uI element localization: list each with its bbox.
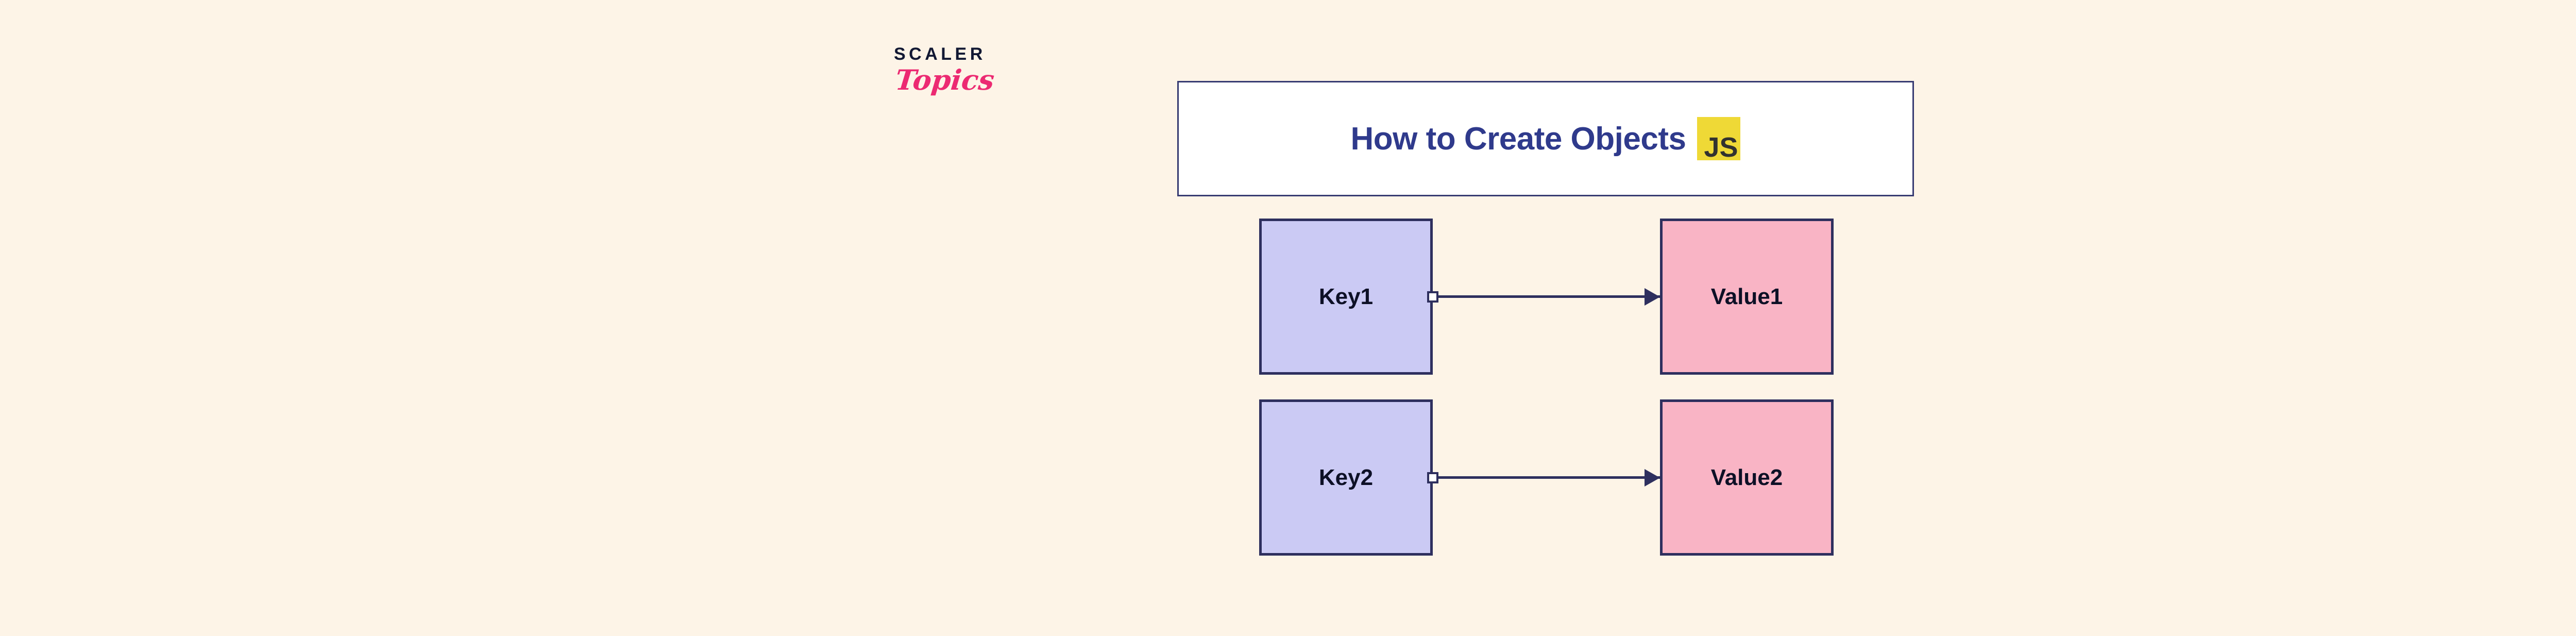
node-key-2-label: Key2 [1318,464,1374,490]
node-key-1-label: Key1 [1318,283,1374,309]
edge-arrowhead-1 [1645,288,1660,306]
javascript-logo-icon: JS [1697,117,1741,163]
title-banner: How to Create Objects JS [1177,81,1914,196]
node-value-2[interactable]: Value2 [1660,399,1844,566]
connector-port-1[interactable] [1427,291,1438,303]
node-value-1-label: Value1 [1710,283,1783,309]
scaler-topics-logo: SCALER Topics [894,45,1028,123]
node-value-1[interactable]: Value1 [1660,219,1844,386]
page-title: How to Create Objects [1350,121,1686,157]
node-key-2[interactable]: Key2 [1259,399,1444,566]
node-key-1[interactable]: Key1 [1259,219,1444,386]
node-value-2-label: Value2 [1710,464,1783,490]
edge-line-1 [1438,295,1661,298]
edge-arrowhead-2 [1645,469,1660,487]
edge-line-2 [1438,476,1661,479]
connector-port-2[interactable] [1427,472,1438,483]
brand-wordmark: SCALER [894,44,986,64]
js-badge-label: JS [1704,132,1738,163]
